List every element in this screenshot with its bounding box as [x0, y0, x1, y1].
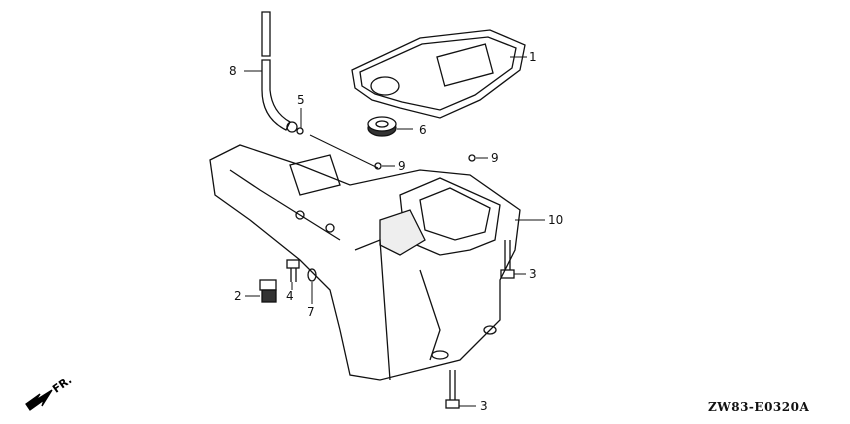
- callout-4: 4: [286, 289, 294, 303]
- drain-bolt-part: [286, 259, 300, 282]
- oil-case-part: [209, 144, 521, 381]
- clip-part: [296, 127, 304, 135]
- callout-10: 10: [548, 213, 564, 227]
- bolt-part: [445, 240, 515, 409]
- callout-9b: 9: [491, 151, 499, 165]
- leader-lines: [244, 56, 545, 407]
- callout-7: 7: [307, 305, 315, 319]
- callout-3b: 3: [480, 399, 488, 413]
- callout-3a: 3: [529, 267, 537, 281]
- oring-part: [374, 162, 382, 170]
- diagram-code: ZW83-E0320A: [708, 400, 810, 414]
- seal-part: [367, 116, 397, 137]
- callout-8: 8: [229, 64, 237, 78]
- callout-1: 1: [529, 50, 537, 64]
- gasket-part: [351, 29, 526, 119]
- front-arrow-icon: [25, 389, 53, 411]
- washer-part: [307, 268, 317, 282]
- callout-6: 6: [419, 123, 427, 137]
- hose-part: [261, 11, 298, 133]
- callout-2: 2: [234, 289, 242, 303]
- callout-9a: 9: [398, 159, 406, 173]
- drain-plug-part: [259, 279, 277, 303]
- oring-part: [468, 154, 476, 162]
- callout-5: 5: [297, 93, 305, 107]
